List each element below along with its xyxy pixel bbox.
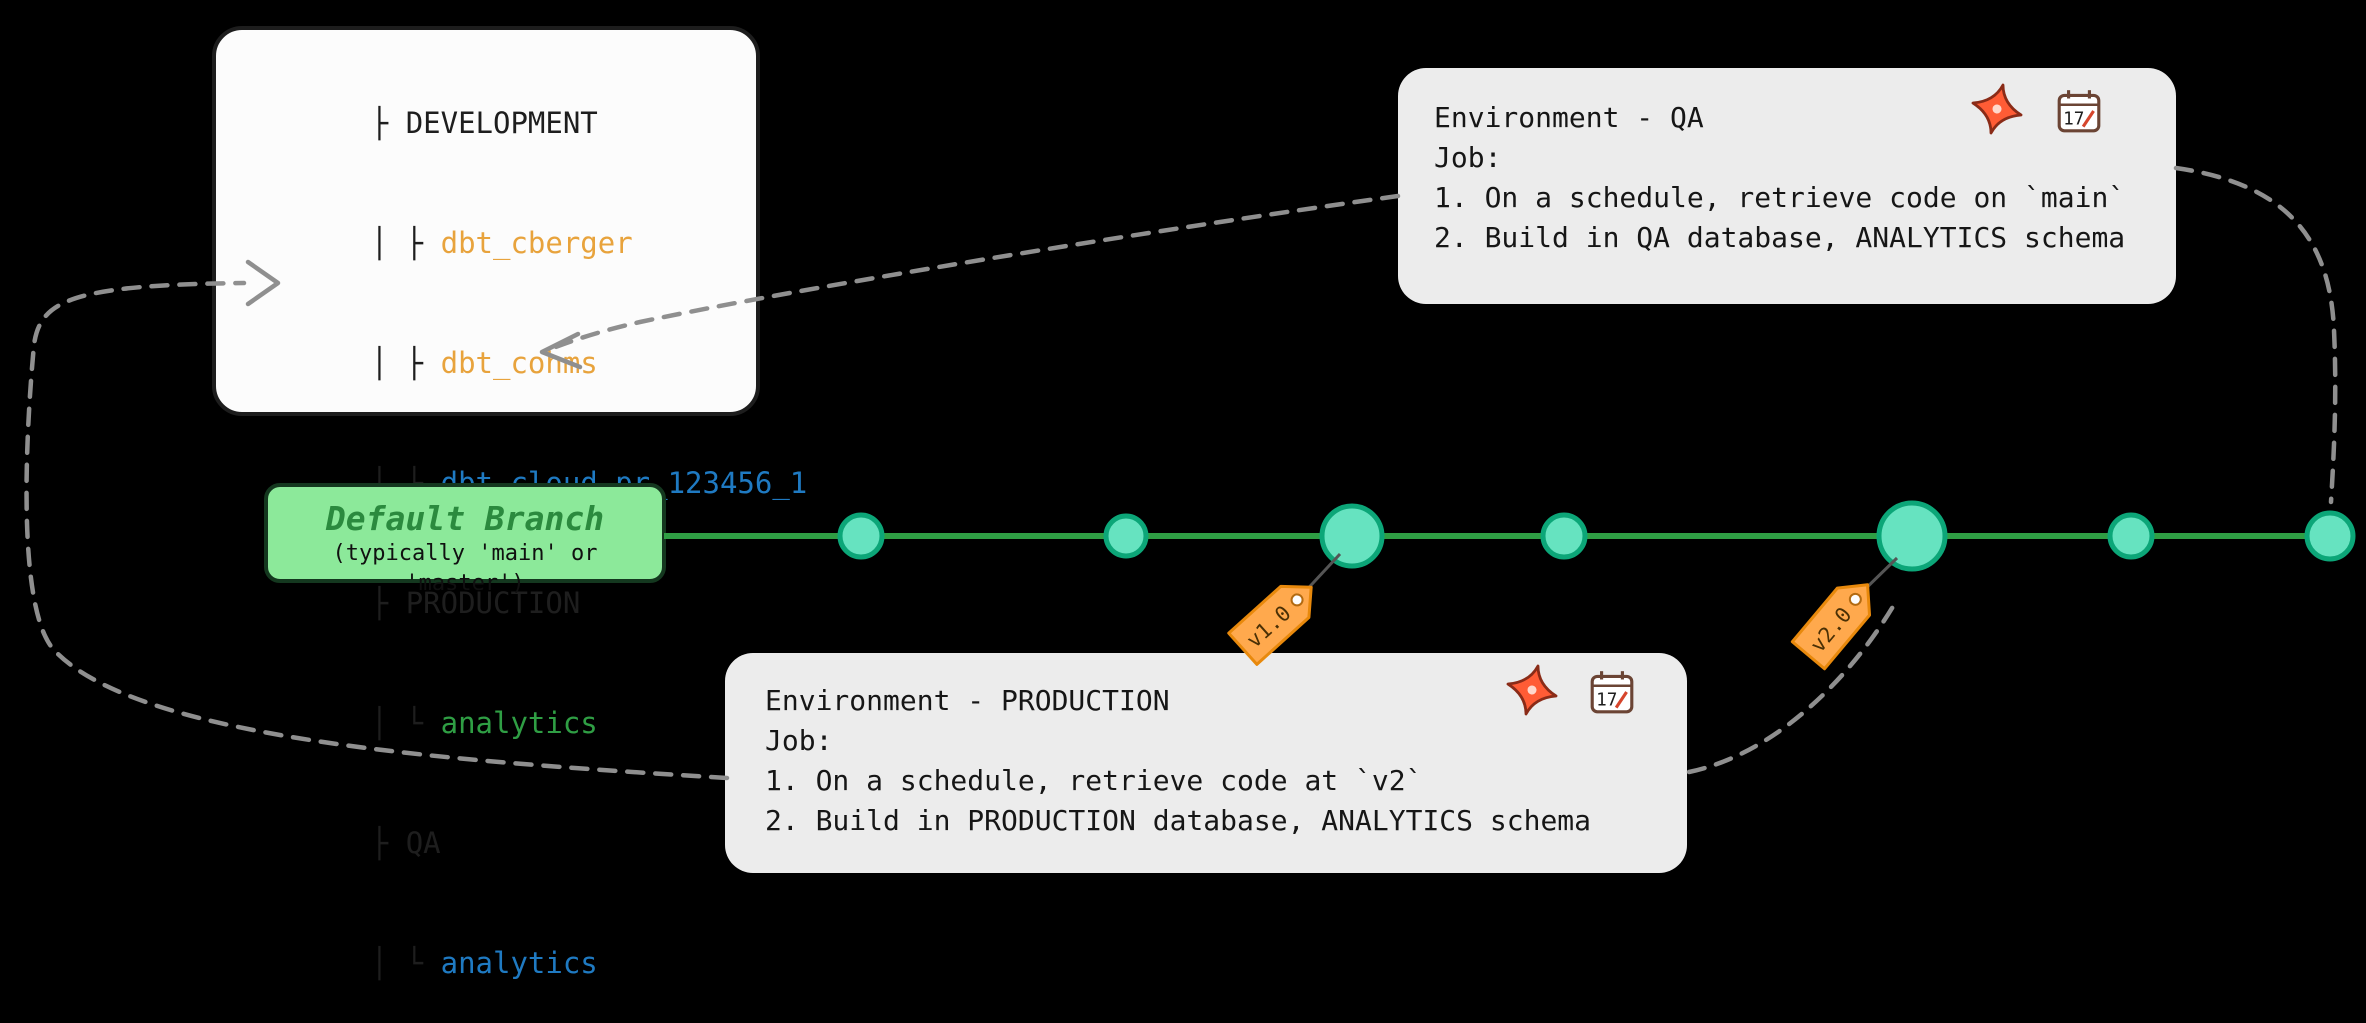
diagram-canvas: ├ DEVELOPMENT │ ├ dbt_cberger │ ├ dbt_co… [24, 26, 2356, 980]
calendar-icon: 17 [2054, 86, 2104, 136]
qa-env-job-label: Job: [1434, 141, 1502, 174]
version-tag-v2: v2.0 [1790, 556, 1899, 671]
commit-node-v1 [1319, 503, 1385, 569]
schema-tree-panel: ├ DEVELOPMENT │ ├ dbt_cberger │ ├ dbt_co… [212, 26, 807, 980]
tree-label: QA [405, 826, 441, 860]
tree-row-production-analytics: │ └ analytics [266, 663, 756, 783]
calendar-icon: 17 [1587, 667, 1637, 717]
commit-node [837, 512, 885, 560]
tree-branch-glyph: │ └ [370, 706, 441, 740]
commit-node-v2 [1876, 500, 1948, 572]
tree-label: analytics [440, 706, 598, 740]
version-tag-label: v1.0 [1242, 601, 1296, 653]
tree-row-qa: ├ QA [266, 783, 756, 903]
tree-label: analytics [440, 946, 598, 980]
prod-env-step-1: 1. On a schedule, retrieve code at `v2` [765, 764, 1423, 797]
prod-env-job-label: Job: [765, 724, 833, 757]
tree-branch-glyph: ├ [370, 106, 406, 140]
default-branch-title: Default Branch [325, 499, 605, 538]
qa-env-step-2: 2. Build in QA database, ANALYTICS schem… [1434, 221, 2126, 254]
default-branch-subtitle: (typically 'main' or 'master') [332, 541, 598, 596]
default-branch-box: Default Branch (typically 'main' or 'mas… [264, 483, 666, 596]
svg-text:17: 17 [1596, 691, 1617, 711]
version-tag-label: v2.0 [1806, 603, 1857, 657]
tree-branch-glyph: │ ├ [370, 346, 441, 380]
qa-environment-note: Environment - QA Job: 1. On a schedule, … [1398, 68, 2176, 304]
tree-branch-glyph: │ └ [370, 946, 441, 980]
tree-label: DEVELOPMENT [405, 106, 598, 140]
dbt-logo-icon [1505, 663, 1559, 717]
version-tag-v1: v1.0 [1227, 552, 1342, 666]
commit-node [1540, 512, 1588, 560]
tree-label: dbt_cberger [440, 226, 633, 260]
tree-branch-glyph: ├ [370, 826, 406, 860]
tree-branch-glyph: │ ├ [370, 226, 441, 260]
commit-node-head [2304, 510, 2356, 562]
production-environment-note: Environment - PRODUCTION Job: 1. On a sc… [725, 653, 1687, 873]
qa-env-step-1: 1. On a schedule, retrieve code on `main… [1434, 181, 2126, 214]
commit-nodes [837, 500, 2356, 572]
tree-row-development: ├ DEVELOPMENT [266, 63, 756, 183]
prod-env-step-2: 2. Build in PRODUCTION database, ANALYTI… [765, 804, 1592, 837]
tree-label: dbt_cohms [440, 346, 598, 380]
commit-node [2107, 512, 2155, 560]
qa-env-title: Environment - QA [1434, 101, 1704, 134]
tree-row-dbt-cberger: │ ├ dbt_cberger [266, 183, 756, 303]
connector-prod-to-v2-commit [1686, 595, 1901, 775]
prod-env-title: Environment - PRODUCTION [765, 684, 1170, 717]
dbt-logo-icon [1970, 82, 2024, 136]
tree-row-dbt-cohms: │ ├ dbt_cohms [266, 303, 756, 423]
tree-row-qa-analytics: │ └ analytics [266, 903, 756, 1023]
connector-qa-to-last-commit [2173, 165, 2338, 505]
commit-node [1103, 513, 1149, 559]
svg-text:17: 17 [2063, 110, 2084, 130]
